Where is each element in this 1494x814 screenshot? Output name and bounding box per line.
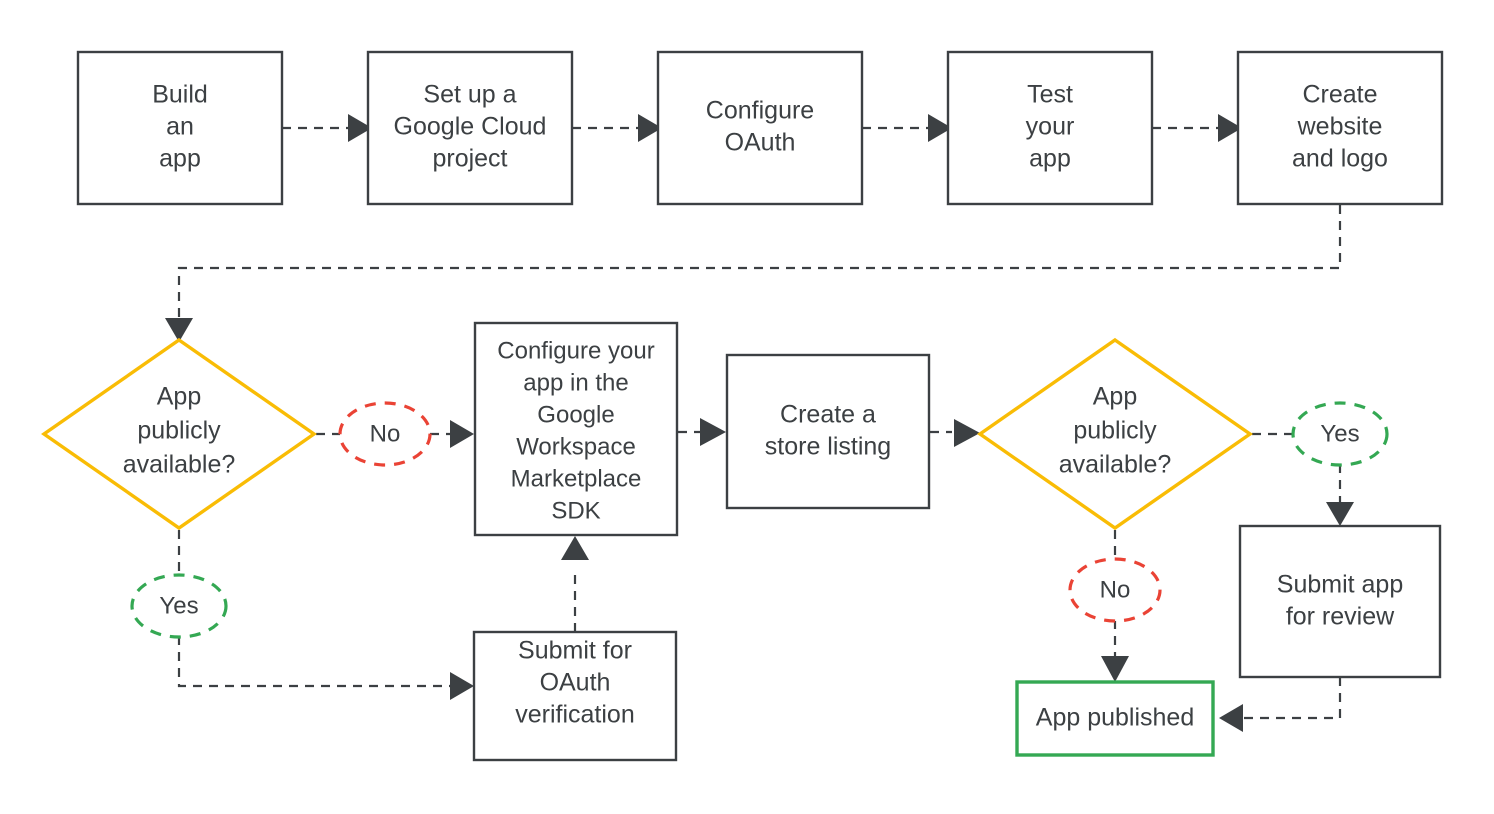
edge-label-right-yes-text: Yes	[1320, 420, 1359, 447]
arrowhead-listing-to-decision-right	[954, 419, 980, 447]
node-build-app[interactable]: Build an app	[76, 50, 284, 206]
node-configure-sdk-line-1: Configure your	[497, 337, 654, 364]
node-create-website[interactable]: Create website and logo	[1236, 50, 1444, 206]
node-decision-left-line-1: App	[157, 383, 201, 411]
node-build-app-shape[interactable]	[76, 50, 284, 206]
yes-ellipse-right	[1291, 401, 1389, 467]
arrowhead-yes-to-submit-oauth	[450, 672, 474, 700]
node-store-listing-line-2: store listing	[765, 433, 891, 461]
arrowhead-test-to-website	[1218, 114, 1242, 142]
node-configure-oauth-line-2: OAuth	[725, 129, 796, 157]
node-decision-left-line-2: publicly	[137, 417, 221, 445]
edge-label-right-no-text: No	[1100, 576, 1131, 603]
node-decision-left[interactable]: App publicly available?	[41, 337, 317, 531]
node-gcp-project-line-1: Set up a	[423, 81, 516, 109]
node-configure-sdk-line-3: Google	[537, 401, 614, 428]
arrowhead-project-to-oauth	[638, 114, 662, 142]
node-configure-oauth-line-1: Configure	[706, 97, 814, 125]
node-decision-right-shape[interactable]	[977, 337, 1253, 531]
arrowhead-submit-oauth-to-sdk	[561, 536, 589, 560]
node-configure-sdk-line-6: SDK	[551, 497, 600, 524]
arrowhead-oauth-to-test	[928, 114, 952, 142]
arrowhead-website-to-decision-left	[165, 318, 193, 342]
node-decision-left-line-3: available?	[123, 451, 236, 479]
node-submit-oauth[interactable]: Submit for OAuth verification	[472, 630, 678, 762]
node-configure-sdk-line-4: Workspace	[516, 433, 636, 460]
edge-label-left-yes: Yes	[130, 573, 228, 639]
edge-label-left-no: No	[338, 401, 432, 467]
node-app-published-shape[interactable]	[1015, 680, 1215, 757]
node-build-app-line-2: an	[166, 113, 194, 141]
node-create-website-line-3: and logo	[1292, 145, 1388, 173]
node-app-published[interactable]: App published	[1015, 680, 1215, 757]
yes-ellipse-left	[130, 573, 228, 639]
node-submit-review-shape[interactable]	[1238, 524, 1442, 679]
node-build-app-line-3: app	[159, 145, 201, 173]
node-decision-right-line-2: publicly	[1073, 417, 1157, 445]
connector-yes-to-submit-oauth	[177, 636, 450, 688]
node-test-app-line-2: your	[1026, 113, 1075, 141]
edge-label-left-yes-text: Yes	[159, 592, 198, 619]
node-decision-right-line-1: App	[1093, 383, 1137, 411]
node-decision-right[interactable]: App publicly available?	[977, 337, 1253, 531]
edge-label-right-yes: Yes	[1291, 401, 1389, 467]
node-submit-oauth-shape[interactable]	[472, 630, 678, 762]
no-ellipse-right	[1068, 557, 1162, 623]
node-store-listing-shape[interactable]	[725, 353, 931, 510]
node-create-website-line-1: Create	[1302, 81, 1377, 109]
node-test-app-line-3: app	[1029, 145, 1071, 173]
node-configure-sdk-line-2: app in the	[523, 369, 628, 396]
node-store-listing-line-1: Create a	[780, 401, 876, 429]
connector-website-to-decision-left	[177, 205, 1342, 318]
node-gcp-project-line-2: Google Cloud	[394, 113, 547, 141]
node-decision-right-line-3: available?	[1059, 451, 1172, 479]
node-test-app-shape[interactable]	[946, 50, 1154, 206]
node-submit-oauth-line-1: Submit for	[518, 637, 632, 665]
edge-label-left-no-text: No	[370, 420, 401, 447]
no-ellipse-left	[338, 401, 432, 467]
connector-submit-review-to-app-published	[1243, 677, 1342, 720]
node-test-app-line-1: Test	[1027, 81, 1073, 109]
node-store-listing[interactable]: Create a store listing	[725, 353, 931, 510]
node-configure-sdk-shape[interactable]	[473, 321, 679, 537]
node-gcp-project[interactable]: Set up a Google Cloud project	[366, 50, 574, 206]
node-gcp-project-line-3: project	[432, 145, 507, 173]
node-app-published-label: App published	[1036, 704, 1194, 732]
node-gcp-project-shape[interactable]	[366, 50, 574, 206]
arrowhead-yes-to-submit-review	[1326, 502, 1354, 526]
edge-label-right-no: No	[1068, 557, 1162, 623]
arrowhead-submit-review-to-app-published	[1219, 704, 1243, 732]
node-create-website-line-2: website	[1297, 113, 1383, 141]
arrowhead-sdk-to-listing	[700, 418, 726, 446]
node-submit-review-line-1: Submit app	[1277, 571, 1403, 599]
node-submit-oauth-line-3: verification	[515, 701, 635, 729]
node-configure-sdk[interactable]: Configure your app in the Google Workspa…	[473, 321, 679, 537]
node-build-app-line-1: Build	[152, 81, 208, 109]
arrowhead-no-to-sdk	[450, 420, 474, 448]
node-configure-sdk-line-5: Marketplace	[511, 465, 642, 492]
node-submit-review[interactable]: Submit app for review	[1238, 524, 1442, 679]
arrowhead-build-to-project	[348, 114, 372, 142]
node-configure-oauth[interactable]: Configure OAuth	[656, 50, 864, 206]
connector-layer	[165, 114, 1354, 732]
node-configure-oauth-shape[interactable]	[656, 50, 864, 206]
node-submit-review-line-2: for review	[1286, 603, 1395, 631]
node-create-website-shape[interactable]	[1236, 50, 1444, 206]
node-submit-oauth-line-2: OAuth	[540, 669, 611, 697]
node-decision-left-shape[interactable]	[41, 337, 317, 531]
node-test-app[interactable]: Test your app	[946, 50, 1154, 206]
arrowhead-no-to-app-published	[1101, 656, 1129, 682]
